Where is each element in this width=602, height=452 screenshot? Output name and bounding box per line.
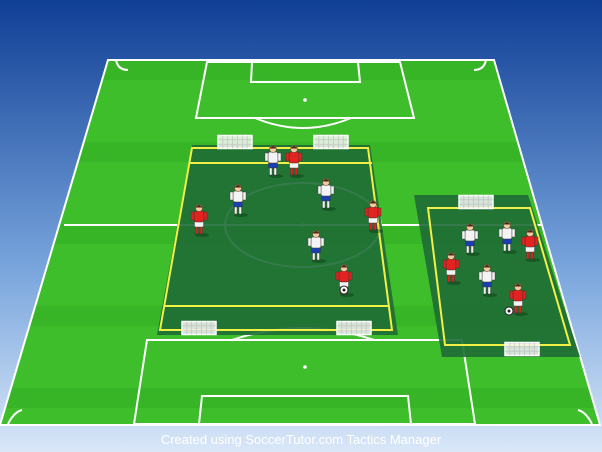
goal-net xyxy=(217,134,253,150)
players xyxy=(190,145,540,316)
player-white-team xyxy=(498,221,517,254)
main-practice-zone xyxy=(157,145,398,335)
footer-caption: Created using SoccerTutor.com Tactics Ma… xyxy=(160,432,442,447)
bottom-penalty-box xyxy=(132,339,477,425)
goal-net xyxy=(336,320,372,336)
player-red-team xyxy=(521,229,540,262)
corner-arc-tr xyxy=(473,59,487,71)
corner-arc-tl xyxy=(115,59,129,71)
ball xyxy=(339,285,349,295)
player-white-team xyxy=(461,223,480,256)
goal-net xyxy=(458,194,494,210)
side-zone-yellow-line xyxy=(426,207,572,346)
ball xyxy=(504,306,514,316)
top-penalty-spot xyxy=(303,98,307,102)
player-red-team xyxy=(442,252,461,285)
player-red-team xyxy=(364,200,383,233)
main-zone-yellow-line xyxy=(158,147,394,331)
pitch-outline xyxy=(0,59,602,426)
goal-net xyxy=(181,320,217,336)
corner-arc-br xyxy=(577,409,593,425)
goal-net xyxy=(313,134,349,150)
player-white-team xyxy=(307,230,326,263)
player-white-team xyxy=(229,184,248,217)
top-goal-box xyxy=(249,61,362,83)
player-red-team xyxy=(509,283,528,316)
player-white-team xyxy=(264,145,283,178)
player-white-team xyxy=(478,264,497,297)
top-penalty-arc xyxy=(254,117,352,129)
goal-net xyxy=(504,341,540,357)
player-white-team xyxy=(317,178,336,211)
player-red-team xyxy=(190,204,209,237)
side-practice-zone xyxy=(414,195,580,357)
bottom-goal-box xyxy=(197,395,413,425)
bottom-penalty-spot xyxy=(303,365,307,369)
goals xyxy=(181,134,540,357)
corner-arc-bl xyxy=(7,409,23,425)
player-red-team xyxy=(285,145,304,178)
